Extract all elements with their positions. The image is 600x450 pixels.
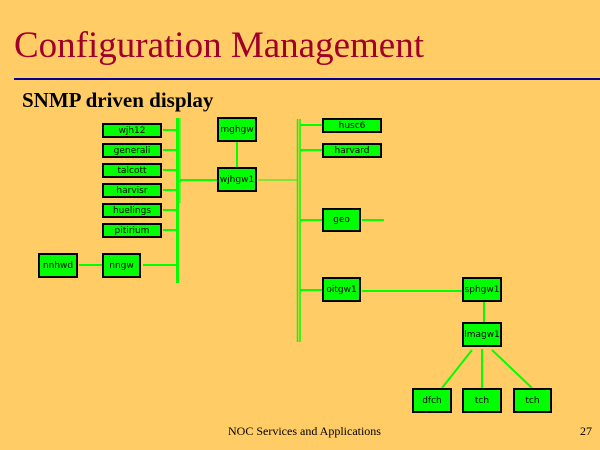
node-wjhgw1[interactable]: wjhgw1 bbox=[217, 167, 257, 192]
link-lmagw1-dfch bbox=[441, 349, 473, 389]
node-huelings[interactable]: huelings bbox=[102, 203, 162, 218]
page-number: 27 bbox=[580, 424, 592, 438]
node-harvard[interactable]: harvard bbox=[322, 143, 382, 158]
node-oitgw1[interactable]: oitgw1 bbox=[322, 277, 361, 302]
node-nngw[interactable]: nngw bbox=[102, 253, 141, 278]
node-harvisr[interactable]: harvisr bbox=[102, 183, 162, 198]
node-generali[interactable]: generali bbox=[102, 143, 162, 158]
node-dfch[interactable]: dfch bbox=[412, 388, 452, 413]
node-husc6[interactable]: husc6 bbox=[322, 118, 382, 133]
node-lmagw1[interactable]: lmagw1 bbox=[462, 322, 502, 347]
node-wjh12[interactable]: wjh12 bbox=[102, 123, 162, 138]
slide-subtitle: SNMP driven display bbox=[22, 88, 214, 112]
node-pitirium[interactable]: pitirium bbox=[102, 223, 162, 238]
node-nnhwd[interactable]: nnhwd bbox=[38, 253, 78, 278]
footer-text: NOC Services and Applications bbox=[228, 424, 381, 438]
node-talcott[interactable]: talcott bbox=[102, 163, 162, 178]
node-mghgw[interactable]: mghgw bbox=[217, 117, 257, 142]
slide-title: Configuration Management bbox=[14, 25, 424, 66]
title-divider bbox=[14, 78, 600, 80]
node-geo[interactable]: geo bbox=[322, 208, 361, 232]
node-tch-2[interactable]: tch bbox=[513, 388, 552, 413]
node-tch[interactable]: tch bbox=[462, 388, 502, 413]
link-lmagw1-tch2 bbox=[491, 349, 533, 389]
node-sphgw1[interactable]: sphgw1 bbox=[462, 277, 502, 302]
